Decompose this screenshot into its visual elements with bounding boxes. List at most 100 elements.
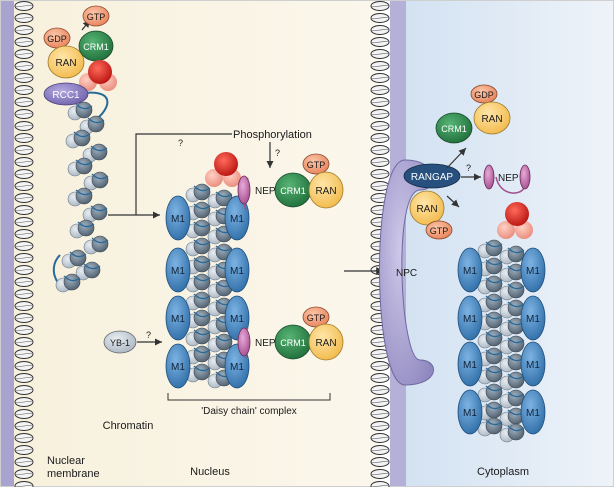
left-membrane-coils bbox=[14, 1, 34, 487]
red-sphere-daisy-a bbox=[205, 169, 223, 187]
crm1-blob-cyto bbox=[435, 112, 473, 144]
rangap-blob bbox=[403, 163, 461, 189]
m1-label: M1 bbox=[171, 266, 185, 277]
m1-protein bbox=[165, 247, 191, 293]
daisy-nucleosome bbox=[193, 345, 211, 363]
yb1-blob bbox=[103, 330, 137, 354]
daisy-nucleosome bbox=[507, 335, 525, 353]
chromatin-nucleosome bbox=[75, 187, 93, 205]
chromatin-nucleosome bbox=[83, 261, 101, 279]
complex-bracket bbox=[167, 393, 331, 401]
question-mark-chromatin: ? bbox=[178, 138, 183, 148]
chromatin-label: Chromatin bbox=[103, 420, 154, 432]
m1-label: M1 bbox=[463, 360, 477, 371]
export-complex-bottom: NEP CRM1 GTP RAN bbox=[237, 306, 344, 361]
m1-label: M1 bbox=[171, 362, 185, 373]
ran-label-top: RAN bbox=[315, 186, 336, 197]
m1-protein bbox=[457, 247, 483, 293]
m1-label: M1 bbox=[526, 266, 540, 277]
gtp-label-low: GTP bbox=[307, 313, 326, 323]
ran-blob-pore bbox=[409, 190, 445, 226]
question-mark-yb1: ? bbox=[146, 330, 151, 340]
m1-protein bbox=[224, 195, 250, 241]
ran-blob-cyto bbox=[473, 101, 511, 135]
yb1-label: YB-1 bbox=[110, 338, 130, 348]
red-sphere-cyto-a bbox=[497, 221, 515, 239]
m1-protein bbox=[457, 295, 483, 341]
m1-protein bbox=[165, 195, 191, 241]
m1-protein bbox=[520, 389, 546, 435]
rcc1-blob bbox=[43, 82, 89, 106]
export-complex-top: NEP CRM1 GTP RAN bbox=[237, 153, 344, 211]
nuclear-membrane-label-2: membrane bbox=[47, 468, 100, 480]
m1-protein bbox=[224, 247, 250, 293]
m1-label: M1 bbox=[171, 214, 185, 225]
gdp-blob-cyto bbox=[470, 84, 498, 104]
daisy-nucleosome bbox=[507, 245, 525, 263]
gtp-blob-mid bbox=[302, 153, 330, 175]
chromatin-nucleosome bbox=[77, 219, 95, 237]
ran-rcc1-cluster: GTP GDP RAN CRM1 RCC1 bbox=[43, 5, 117, 106]
gtp-label-pore: GTP bbox=[430, 226, 449, 236]
gtp-label-top: GTP bbox=[87, 12, 106, 22]
m1-protein bbox=[165, 295, 191, 341]
gtp-label-mid: GTP bbox=[307, 160, 326, 170]
complex-caption: 'Daisy chain' complex bbox=[201, 406, 297, 417]
chromatin-arrows: ? Phosphorylation ? bbox=[108, 129, 312, 219]
npc-label: NPC bbox=[396, 268, 417, 279]
ran-label-pore: RAN bbox=[416, 204, 437, 215]
daisy-nucleosome bbox=[193, 237, 211, 255]
gdp-label: GDP bbox=[47, 34, 67, 44]
right-membrane-coils bbox=[370, 1, 390, 487]
chromatin-nucleosome bbox=[75, 101, 93, 119]
daisy-nucleosome bbox=[193, 219, 211, 237]
daisy-nucleosome bbox=[485, 311, 503, 329]
question-mark-rangap: ? bbox=[466, 163, 471, 173]
m1-label: M1 bbox=[230, 314, 244, 325]
m1-protein bbox=[520, 295, 546, 341]
m1-label: M1 bbox=[463, 314, 477, 325]
npc-pore: NPC bbox=[379, 159, 434, 386]
nep-label-top: NEP bbox=[255, 186, 276, 197]
gdp-label-cyto: GDP bbox=[474, 90, 494, 100]
nep-blob-bottom bbox=[237, 327, 251, 357]
daisy-nucleosome bbox=[507, 423, 525, 441]
chromatin-nucleosome bbox=[91, 171, 109, 189]
chromatin-nucleosome bbox=[87, 115, 105, 133]
daisy-nucleosome bbox=[485, 365, 503, 383]
crm1-label-cyto: CRM1 bbox=[441, 124, 467, 134]
daisy-nucleosome bbox=[193, 183, 211, 201]
chromatin-nucleosome bbox=[63, 273, 81, 291]
cytoplasm-nep: NEP bbox=[483, 164, 531, 194]
nep-label-bottom: NEP bbox=[255, 338, 276, 349]
daisy-nucleosome bbox=[193, 363, 211, 381]
daisy-nucleosome bbox=[507, 281, 525, 299]
nep-blob-top bbox=[237, 175, 251, 205]
nep-blob-cyto-a bbox=[483, 164, 495, 190]
rangap-complex: RANGAP RAN GTP ? bbox=[403, 147, 481, 240]
ran-blob-top bbox=[308, 171, 344, 209]
m1-protein bbox=[457, 341, 483, 387]
m1-label: M1 bbox=[230, 214, 244, 225]
daisy-nucleosome bbox=[507, 371, 525, 389]
m1-label: M1 bbox=[463, 408, 477, 419]
red-sphere-cyto bbox=[505, 202, 529, 226]
m1-label: M1 bbox=[171, 314, 185, 325]
daisy-nucleosome bbox=[485, 417, 503, 435]
cytoplasm-label: Cytoplasm bbox=[477, 466, 529, 478]
daisy-nucleosome bbox=[193, 309, 211, 327]
rangap-label: RANGAP bbox=[411, 172, 454, 183]
ran-label-nucleus: RAN bbox=[55, 58, 76, 69]
daisy-nucleosome bbox=[485, 257, 503, 275]
chromatin-nucleosome bbox=[91, 235, 109, 253]
chromatin-nucleosome bbox=[73, 129, 91, 147]
rcc1-label: RCC1 bbox=[52, 90, 80, 101]
m1-label: M1 bbox=[526, 360, 540, 371]
red-sphere-nucleus bbox=[88, 60, 112, 84]
daisy-nucleosome bbox=[193, 255, 211, 273]
nep-blob-cyto-b bbox=[519, 164, 531, 190]
question-mark-phospho: ? bbox=[275, 148, 280, 158]
